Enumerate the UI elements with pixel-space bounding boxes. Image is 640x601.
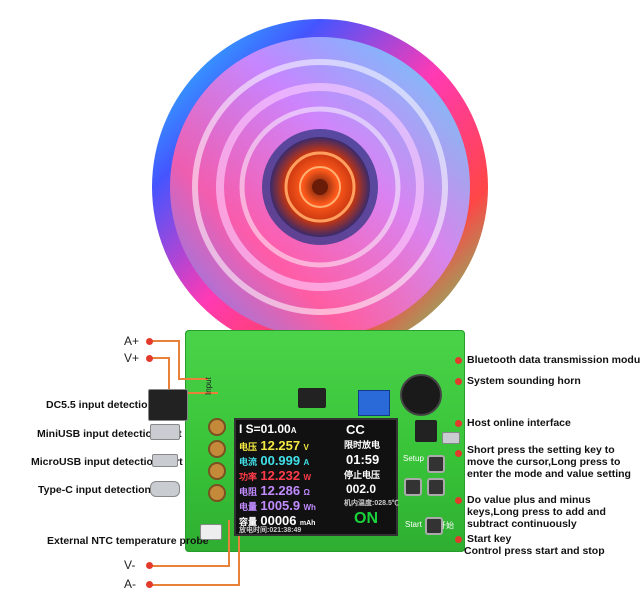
pin-a-minus-dot: [146, 581, 153, 588]
lcd-timer: 01:59: [346, 452, 380, 467]
pin-v-plus-dot: [146, 355, 153, 362]
miniusb-port: [150, 424, 180, 440]
typec-port: [150, 481, 180, 497]
label-sounding-horn: System sounding horn: [467, 375, 581, 387]
terminal-knob-2: [208, 440, 226, 458]
start-cn-mark: 开始: [438, 521, 454, 530]
pin-v-minus-dot: [146, 562, 153, 569]
label-plus-minus-keys: Do value plus and minus keys,Long press …: [467, 494, 606, 530]
minus-key[interactable]: [404, 478, 422, 496]
lcd-energy-unit: Wh: [303, 503, 316, 512]
ntc-connector: [200, 524, 222, 540]
lcd-voltage-label: 电压: [239, 442, 258, 452]
wire-v-plus-v: [168, 357, 170, 393]
setup-mark: Setup: [403, 454, 424, 463]
callout-dot-plusminus: [455, 497, 462, 504]
callout-dot-horn: [455, 378, 462, 385]
label-bluetooth-module: Bluetooth data transmission module: [467, 354, 640, 366]
lcd-power: 12.232: [260, 468, 301, 483]
terminal-knob-3: [208, 462, 226, 480]
callout-dot-host: [455, 420, 462, 427]
wire-a-minus-h: [150, 584, 240, 586]
wire-a-plus-h: [150, 340, 180, 342]
label-start-desc: Control press start and stop: [464, 545, 605, 557]
buzzer-horn: [400, 374, 442, 416]
plus-key[interactable]: [427, 478, 445, 496]
lcd-current-label: 电流: [239, 457, 258, 467]
callout-dot-bluetooth: [455, 357, 462, 364]
terminal-knob-4: [208, 484, 226, 502]
lcd-stopv: 002.0: [346, 482, 377, 496]
lcd-resist-label: 电阻: [239, 487, 258, 497]
lcd-stopv-label: 停止电压: [344, 470, 381, 480]
lcd-mode: CC: [346, 422, 365, 437]
label-dc55-port: DC5.5 input detection port: [46, 399, 178, 411]
callout-dot-setting: [455, 450, 462, 457]
start-mark: Start: [405, 520, 422, 529]
input-mark: Input: [204, 377, 213, 395]
lcd-voltage: 12.257: [260, 438, 301, 453]
bluetooth-module: [358, 390, 390, 416]
lcd-energy: 1005.9: [260, 498, 301, 513]
label-microusb-port: MicroUSB input detection port: [31, 456, 183, 468]
dc55-port: [148, 389, 188, 421]
label-start-key: Start key: [467, 533, 512, 545]
pin-a-plus-dot: [146, 338, 153, 345]
setting-key[interactable]: [427, 455, 445, 473]
lcd-capacity-label: 容量: [239, 517, 258, 527]
rgb-fan-image: [133, 0, 508, 375]
lcd-iset-unit: A: [290, 426, 297, 435]
lcd-capacity-unit: mAh: [299, 520, 316, 527]
chip-1: [298, 388, 326, 408]
lcd-energy-label: 电量: [239, 502, 258, 512]
chip-2: [415, 420, 437, 442]
lcd-capacity: 00006: [260, 513, 297, 528]
wire-v-plus-h: [150, 357, 170, 359]
pin-v-plus-label: V+: [124, 351, 140, 365]
label-ntc-probe: External NTC temperature probe: [47, 535, 209, 547]
lcd-iset: I S=01.00: [239, 422, 291, 436]
lcd-resist: 12.286: [260, 483, 301, 498]
wire-v-plus-h2: [168, 392, 218, 394]
lcd-current-unit: A: [303, 458, 310, 467]
fan-graphic: [135, 2, 505, 372]
wire-a-plus-h2: [178, 378, 208, 380]
wire-v-minus-h: [150, 565, 230, 567]
label-typec-port: Type-C input detection port: [38, 484, 175, 496]
lcd-resist-unit: Ω: [303, 488, 310, 497]
label-setting-key: Short press the setting key to move the …: [467, 444, 631, 480]
start-key[interactable]: [425, 517, 443, 535]
microusb-port: [152, 454, 178, 467]
pin-a-minus-label: A-: [124, 577, 136, 591]
lcd-current: 00.999: [260, 453, 301, 468]
pin-v-minus-label: V-: [124, 558, 136, 572]
lcd-runtime: 放电时间:021:38:49: [239, 527, 302, 534]
pin-a-plus-label: A+: [124, 334, 140, 348]
lcd-temp: 机内温度:028.5℃: [344, 500, 399, 507]
host-online-port: [442, 432, 460, 444]
label-host-interface: Host online interface: [467, 417, 571, 429]
label-miniusb-port: MiniUSB input detection port: [37, 428, 182, 440]
lcd-status: ON: [354, 510, 378, 527]
terminal-knob-1: [208, 418, 226, 436]
lcd-voltage-unit: V: [303, 443, 309, 452]
lcd-power-unit: W: [303, 473, 312, 482]
lcd-timer-label: 限时放电: [344, 440, 381, 450]
wire-a-minus-v: [238, 530, 240, 586]
wire-a-plus-v: [178, 340, 180, 380]
lcd-screen: I S=01.00A CC 电压 12.257 V 限时放电 电流 00.999…: [234, 418, 399, 536]
wire-v-minus-v: [228, 520, 230, 567]
lcd-power-label: 功率: [239, 472, 258, 482]
callout-dot-start: [455, 536, 462, 543]
